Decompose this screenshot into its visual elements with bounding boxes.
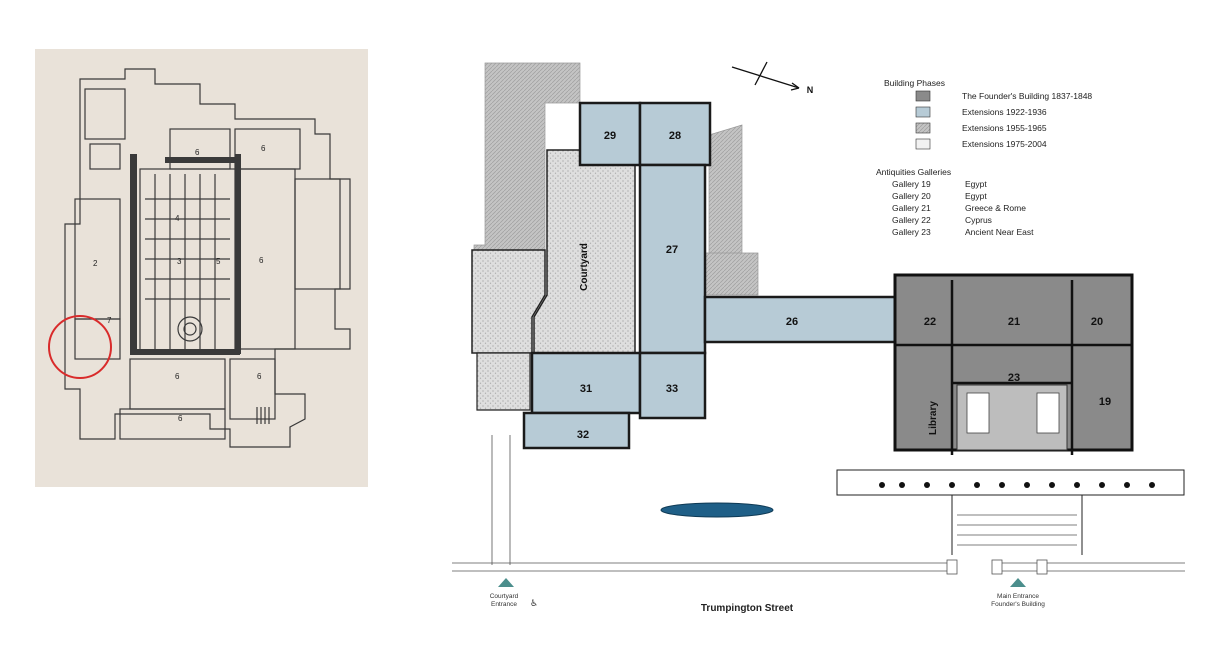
swatch-1975 [915,138,931,150]
room-label: 7 [107,316,112,325]
main-entrance-line1: Main Entrance [997,593,1039,600]
room-number: 29 [604,130,616,142]
location-marker-ellipse [660,502,774,518]
gallery-number: Gallery 21 [892,203,931,213]
room-label: 6 [257,372,262,381]
gallery-number: Gallery 23 [892,227,931,237]
courtyard-entrance-line1: Courtyard [490,593,519,600]
grey-annex-areas [473,62,759,296]
room-number: 22 [924,316,936,328]
room-label: 5 [216,257,221,266]
room-number: 27 [666,244,678,256]
scanned-plan-drawing: 6 6 4 3 5 6 2 7 6 6 6 [48,68,351,448]
room-label: 6 [175,372,180,381]
room-number: 23 [1008,372,1020,384]
gallery-number: Gallery 19 [892,179,931,189]
room-number: 26 [786,316,798,328]
room-number: 31 [580,383,592,395]
fence-lines [452,435,1185,575]
street-label: Trumpington Street [701,603,794,614]
gallery-number: Gallery 22 [892,215,931,225]
courtyard-entrance-line2: Entrance [491,601,517,608]
room-number: 33 [666,383,678,395]
museum-map-drawing: Courtyard Library [452,61,1185,614]
main-entrance: Main Entrance Founder's Building [991,578,1045,608]
legend-item: Extensions 1975-2004 [962,139,1047,149]
library-label: Library [928,401,939,435]
highlight-circle [48,315,112,379]
legend-item: Extensions 1922-1936 [962,107,1047,117]
legend-item: The Founder's Building 1837-1848 [962,91,1092,101]
swatch-1922 [915,106,931,118]
gallery-name: Ancient Near East [965,227,1034,237]
room-label: 4 [175,214,180,223]
room-label: 6 [178,414,183,423]
portico-columns [879,482,1155,488]
courtyard-label: Courtyard [579,243,590,291]
room-label: 6 [195,148,200,157]
room-label: 6 [261,144,266,153]
room-label: 6 [259,256,264,265]
gallery-name: Egypt [965,191,987,201]
courtyard-area: Courtyard [471,149,636,411]
gallery-name: Greece & Rome [965,203,1026,213]
museum-floor-map: Courtyard Library [452,55,1216,645]
room-29 [578,101,642,167]
building-phases-legend: Building Phases The Founder's Building 1… [884,78,1092,150]
antiquities-galleries-legend: Antiquities Galleries Gallery 19 Egypt G… [876,167,1034,237]
room-27 [638,163,707,355]
courtyard-entrance-triangle [498,578,514,587]
room-number: 28 [669,130,681,142]
galleries-title: Antiquities Galleries [876,167,951,177]
gallery-number: Gallery 20 [892,191,931,201]
extensions-1922-1936 [522,101,897,450]
room-number: 20 [1091,316,1103,328]
room-number: 32 [577,429,589,441]
north-arrow: N [731,61,814,95]
legend-item: Extensions 1955-1965 [962,123,1047,133]
room-number-labels: 6 6 4 3 5 6 2 7 6 6 6 [93,144,266,423]
gallery-name: Cyprus [965,215,992,225]
swatch-1955 [915,122,931,134]
main-entrance-line2: Founder's Building [991,601,1045,608]
main-entrance-triangle [1010,578,1026,587]
north-label: N [807,85,814,95]
scanned-floor-plan: 6 6 4 3 5 6 2 7 6 6 6 [35,49,368,487]
swatch-founders [915,90,931,102]
legend-title: Building Phases [884,78,945,88]
room-label: 2 [93,259,98,268]
room-33 [638,351,707,420]
gallery-name: Egypt [965,179,987,189]
wheelchair-icon: ♿ [530,599,538,609]
courtyard-entrance: Courtyard Entrance ♿ [490,578,538,609]
room-32 [522,411,631,450]
room-label: 3 [177,257,182,266]
room-number: 21 [1008,316,1020,328]
room-number: 19 [1099,396,1111,408]
founders-building: Library [836,273,1185,555]
room-number-labels: 29 28 27 26 31 33 32 22 21 20 23 19 [577,130,1111,441]
room-26 [703,295,897,344]
